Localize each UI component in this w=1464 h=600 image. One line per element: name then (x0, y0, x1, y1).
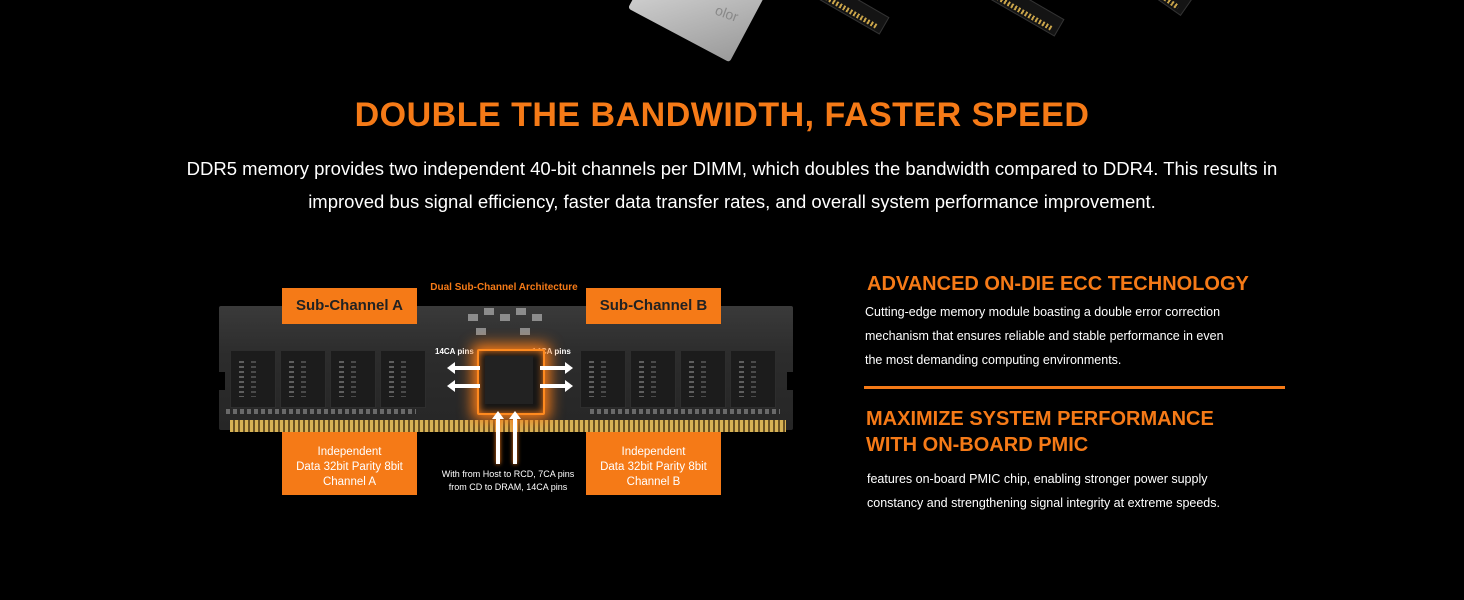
capacitor (484, 308, 494, 315)
dram-chip (680, 350, 726, 408)
intro-line: improved bus signal efficiency, faster d… (308, 191, 1156, 212)
feature-title-line: WITH ON-BOARD PMIC (866, 434, 1089, 456)
host-note-line: With from Host to RCD, 7CA pins (441, 469, 575, 479)
capacitor (520, 328, 530, 335)
host-note: With from Host to RCD, 7CA pins from CD … (420, 468, 596, 494)
module-notch-right (787, 372, 793, 390)
smd-row (590, 409, 780, 414)
dram-chip (230, 350, 276, 408)
intro-line: DDR5 memory provides two independent 40-… (186, 158, 1278, 179)
dram-chip (580, 350, 626, 408)
intro-paragraph: DDR5 memory provides two independent 40-… (120, 152, 1344, 218)
capacitor (532, 314, 542, 321)
capacitor (516, 308, 526, 315)
channel-b-line: Channel B (626, 476, 681, 488)
dram-chip (730, 350, 776, 408)
rcd-chip-core (485, 356, 533, 404)
arrow-left-icon (447, 362, 480, 374)
section-headline: DOUBLE THE BANDWIDTH, FASTER SPEED (354, 96, 1090, 134)
sub-channel-b-label: Sub-Channel B (586, 288, 721, 324)
feature-line: constancy and strengthening signal integ… (867, 496, 1220, 510)
ram-stick-image (1129, 0, 1193, 16)
channel-a-box: Independent Data 32bit Parity 8bit Chann… (282, 432, 417, 495)
arrow-right-icon (540, 380, 573, 392)
arrow-up-icon (509, 411, 521, 464)
feature-text-pmic: features on-board PMIC chip, enabling st… (867, 467, 1220, 515)
feature-line: the most demanding computing environment… (865, 353, 1122, 367)
channel-b-line: Data 32bit Parity 8bit (600, 461, 707, 473)
architecture-label: Dual Sub-Channel Architecture (430, 282, 578, 293)
ca-pins-label-right: 14CA pins (532, 347, 571, 356)
feature-title-line: MAXIMIZE SYSTEM PERFORMANCE (866, 408, 1214, 430)
channel-a-line: Independent (317, 446, 382, 458)
feature-line: Cutting-edge memory module boasting a do… (865, 305, 1221, 319)
arrow-left-icon (447, 380, 480, 392)
feature-title-pmic: MAXIMIZE SYSTEM PERFORMANCE WITH ON-BOAR… (866, 406, 1214, 458)
dram-chip (280, 350, 326, 408)
gold-contact-pins (230, 420, 786, 432)
ram-stick-image (957, 0, 1065, 37)
feature-title-ecc: ADVANCED ON-DIE ECC TECHNOLOGY (867, 273, 1249, 295)
product-box-image: olor (627, 0, 768, 63)
arrow-right-icon (540, 362, 573, 374)
feature-text-ecc: Cutting-edge memory module boasting a do… (865, 300, 1224, 372)
host-note-line: from CD to DRAM, 14CA pins (448, 482, 568, 492)
ca-pins-label-left: 14CA pins (435, 347, 474, 356)
feature-line: mechanism that ensures reliable and stab… (865, 329, 1224, 343)
channel-a-line: Data 32bit Parity 8bit (296, 461, 403, 473)
dram-chip (380, 350, 426, 408)
smd-row (226, 409, 416, 414)
arrow-up-icon (492, 411, 504, 464)
capacitor (500, 314, 510, 321)
ram-stick-image (782, 0, 890, 35)
dram-chip (330, 350, 376, 408)
capacitor (476, 328, 486, 335)
dram-chip (630, 350, 676, 408)
channel-b-box: Independent Data 32bit Parity 8bit Chann… (586, 432, 721, 495)
module-notch-left (219, 372, 225, 390)
sub-channel-a-label: Sub-Channel A (282, 288, 417, 324)
channel-b-line: Independent (621, 446, 686, 458)
channel-a-line: Channel A (322, 476, 377, 488)
feature-line: features on-board PMIC chip, enabling st… (867, 472, 1208, 486)
capacitor (468, 314, 478, 321)
section-divider (864, 386, 1285, 389)
